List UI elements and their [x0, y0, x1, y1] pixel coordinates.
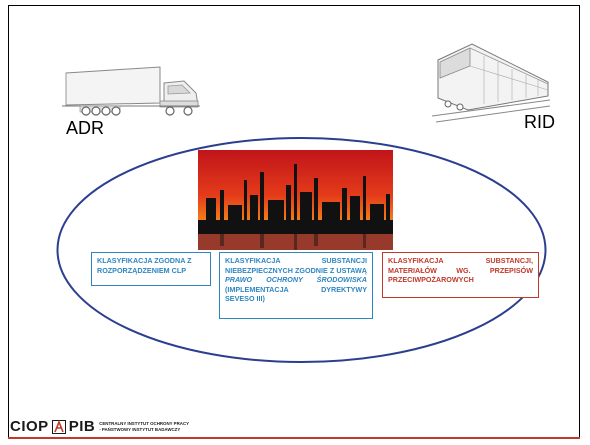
institute-name-line2: - PAŃSTWOWY INSTYTUT BADAWCZY [99, 426, 181, 432]
logo-text-pib: PIB [68, 418, 96, 435]
logo-mark-icon [51, 419, 66, 434]
seveso-text-before: KLASYFIKACJA SUBSTANCJI NIEBEZPIECZNYCH … [225, 256, 367, 275]
clp-classification-box: KLASYFIKACJA ZGODNA Z ROZPORZĄDZENIEM CL… [91, 252, 211, 286]
fire-regulations-classification-box: KLASYFIKACJA SUBSTANCJI, MATERIAŁÓW WG. … [382, 252, 539, 298]
label-rid: RID [524, 112, 555, 132]
classification-ellipse [56, 137, 547, 363]
seveso-classification-box: KLASYFIKACJA SUBSTANCJI NIEBEZPIECZNYCH … [219, 252, 373, 319]
institute-name-line1: CENTRALNY INSTYTUT OCHRONY PRACY [99, 421, 190, 427]
fire-regulations-classification-text: KLASYFIKACJA SUBSTANCJI, MATERIAŁÓW WG. … [388, 256, 533, 285]
logo-text-ciop: CIOP [10, 418, 49, 435]
seveso-text-after: (IMPLEMENTACJA DYREKTYWY SEVESO III) [225, 284, 367, 304]
industrial-skyline-image [198, 150, 393, 250]
institute-name: CENTRALNY INSTYTUT OCHRONY PRACY - PAŃST… [99, 421, 189, 431]
seveso-classification-text: KLASYFIKACJA SUBSTANCJI NIEBEZPIECZNYCH … [225, 256, 367, 304]
truck-icon [62, 66, 200, 116]
label-adr: ADR [66, 118, 105, 138]
clp-classification-text: KLASYFIKACJA ZGODNA Z ROZPORZĄDZENIEM CL… [97, 256, 192, 275]
ciop-pib-logo: CIOP PIB CENTRALNY INSTYTUT OCHRONY PRAC… [10, 418, 189, 435]
seveso-text-italic: PRAWO OCHRONY ŚRODOWISKA [225, 275, 367, 285]
footer-divider [8, 437, 580, 439]
train-icon [432, 43, 550, 123]
